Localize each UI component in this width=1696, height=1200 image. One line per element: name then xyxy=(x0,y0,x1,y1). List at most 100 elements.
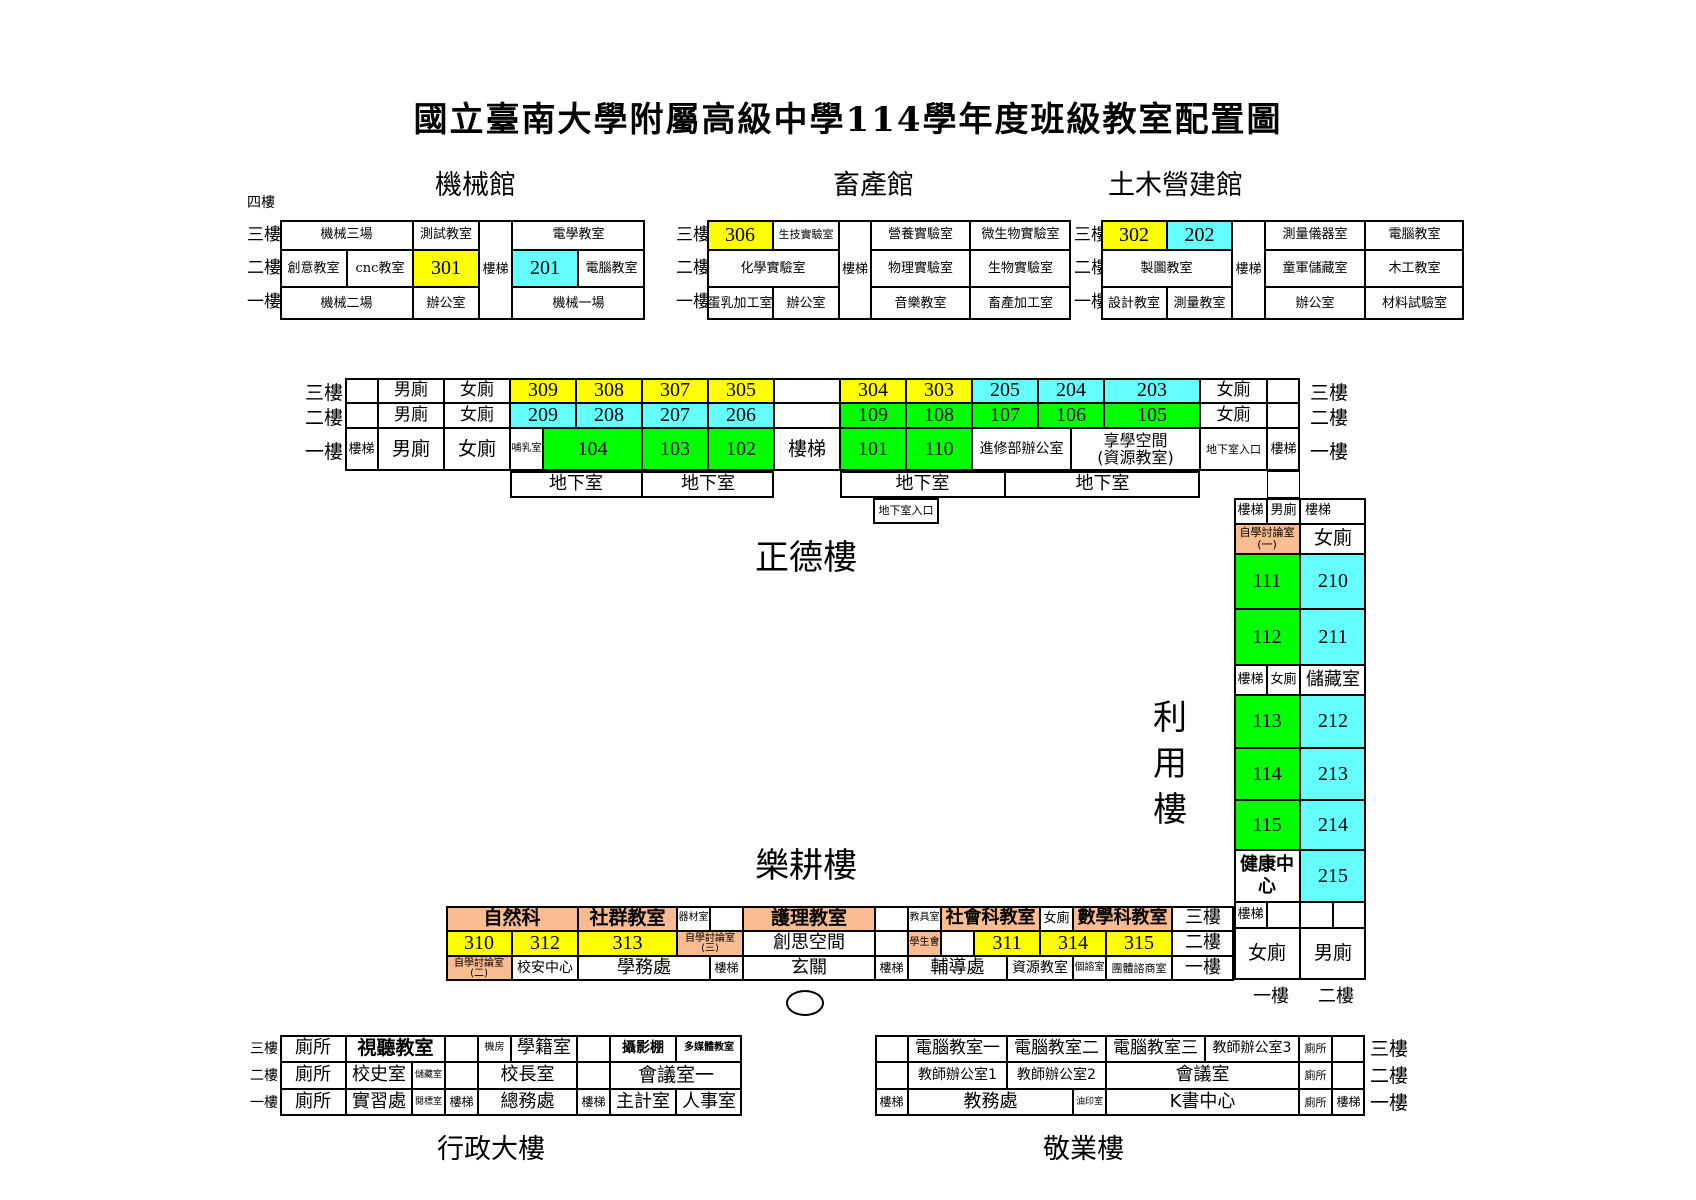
classroom-311[interactable]: 311 xyxy=(974,931,1040,956)
classroom-104[interactable]: 104 xyxy=(543,428,642,471)
restroom-women[interactable]: 女廁 xyxy=(1234,928,1300,980)
computer-classroom-3[interactable]: 電腦教室三 xyxy=(1106,1035,1205,1062)
study-room-3[interactable]: 自學討論室(三) xyxy=(677,931,743,956)
classroom-305[interactable]: 305 xyxy=(708,378,774,403)
storage-room[interactable]: 儲藏室 xyxy=(1300,665,1366,695)
computer-classroom-2[interactable]: 電腦教室二 xyxy=(1007,1035,1106,1062)
restroom[interactable]: 廁所 xyxy=(280,1062,346,1089)
study-room-1[interactable]: 自學討論室(一) xyxy=(1234,524,1300,554)
classroom-102[interactable]: 102 xyxy=(708,428,774,471)
creative-space[interactable]: 創思空間 xyxy=(743,931,875,956)
classroom-203[interactable]: 203 xyxy=(1104,378,1200,403)
classroom-205[interactable]: 205 xyxy=(972,378,1038,403)
campus-security-center[interactable]: 校安中心 xyxy=(512,956,578,981)
group-counseling-room[interactable]: 團體諮商室 xyxy=(1106,956,1172,981)
student-council[interactable]: 學生會 xyxy=(908,931,941,956)
room[interactable]: 測試教室 xyxy=(413,220,479,250)
room[interactable]: 創意教室 xyxy=(280,250,347,287)
room[interactable]: 機械二場 xyxy=(280,287,413,320)
classroom-310[interactable]: 310 xyxy=(446,931,512,956)
teacher-office-2[interactable]: 教師辦公室2 xyxy=(1007,1062,1106,1089)
restroom[interactable]: 廁所 xyxy=(280,1089,346,1116)
counseling-office[interactable]: 輔導處 xyxy=(908,956,1007,981)
printing-room[interactable]: 油印室 xyxy=(1073,1089,1106,1116)
classroom-207[interactable]: 207 xyxy=(642,403,708,428)
restroom[interactable]: 廁所 xyxy=(1299,1062,1332,1089)
room[interactable]: 製圖教室 xyxy=(1101,250,1232,287)
classroom-309[interactable]: 309 xyxy=(510,378,576,403)
meeting-room[interactable]: 會議室 xyxy=(1106,1062,1299,1089)
restroom-women[interactable]: 女廁 xyxy=(444,378,510,403)
room[interactable]: 材料試驗室 xyxy=(1365,287,1464,320)
classroom-204[interactable]: 204 xyxy=(1038,378,1104,403)
basement[interactable]: 地下室 xyxy=(642,471,774,498)
classroom-315[interactable]: 315 xyxy=(1106,931,1172,956)
room[interactable]: 電腦教室 xyxy=(1365,220,1464,250)
room[interactable]: 電腦教室 xyxy=(578,250,645,287)
classroom-101[interactable]: 101 xyxy=(840,428,906,471)
room[interactable]: 設計教室 xyxy=(1101,287,1167,320)
classroom-106[interactable]: 106 xyxy=(1038,403,1104,428)
classroom-304[interactable]: 304 xyxy=(840,378,906,403)
classroom-201[interactable]: 201 xyxy=(512,250,578,287)
restroom-men[interactable]: 男廁 xyxy=(378,428,444,471)
room[interactable]: 營養實驗室 xyxy=(871,220,970,250)
room[interactable]: 音樂教室 xyxy=(871,287,970,320)
health-center[interactable]: 健康中心 xyxy=(1234,850,1300,902)
general-affairs-office[interactable]: 總務處 xyxy=(478,1089,577,1116)
room[interactable]: 機械一場 xyxy=(512,287,645,320)
restroom-women[interactable]: 女廁 xyxy=(1200,378,1267,403)
room[interactable]: 測量儀器室 xyxy=(1265,220,1365,250)
room[interactable]: 生物實驗室 xyxy=(970,250,1071,287)
classroom-103[interactable]: 103 xyxy=(642,428,708,471)
restroom[interactable]: 廁所 xyxy=(1299,1089,1332,1116)
room[interactable]: 機械三場 xyxy=(280,220,413,250)
classroom-114[interactable]: 114 xyxy=(1234,748,1300,800)
resource-classroom[interactable]: 資源教室 xyxy=(1007,956,1073,981)
restroom-women[interactable]: 女廁 xyxy=(444,403,510,428)
internship-office[interactable]: 實習處 xyxy=(346,1089,412,1116)
student-affairs-office[interactable]: 學務處 xyxy=(578,956,710,981)
personnel-office[interactable]: 人事室 xyxy=(676,1089,742,1116)
classroom-211[interactable]: 211 xyxy=(1300,609,1366,665)
classroom-214[interactable]: 214 xyxy=(1300,800,1366,850)
classroom-313[interactable]: 313 xyxy=(578,931,677,956)
computer-classroom-1[interactable]: 電腦教室一 xyxy=(908,1035,1007,1062)
room[interactable]: 辦公室 xyxy=(773,287,839,320)
restroom-women[interactable]: 女廁 xyxy=(1040,906,1073,931)
accounting-office[interactable]: 主計室 xyxy=(610,1089,676,1116)
classroom-105[interactable]: 105 xyxy=(1104,403,1200,428)
storage-room[interactable]: 儲藏室 xyxy=(412,1062,445,1089)
study-center[interactable]: K書中心 xyxy=(1106,1089,1299,1116)
bidding-room[interactable]: 閱標室 xyxy=(412,1089,445,1116)
basement[interactable]: 地下室 xyxy=(510,471,642,498)
classroom-308[interactable]: 308 xyxy=(576,378,642,403)
basement[interactable]: 地下室 xyxy=(840,471,1005,498)
room[interactable]: 微生物實驗室 xyxy=(970,220,1071,250)
classroom-306[interactable]: 306 xyxy=(707,220,773,250)
individual-counseling-room[interactable]: 個諮室 xyxy=(1073,956,1106,981)
room[interactable]: 木工教室 xyxy=(1365,250,1464,287)
classroom-314[interactable]: 314 xyxy=(1040,931,1106,956)
classroom-213[interactable]: 213 xyxy=(1300,748,1366,800)
equipment-room[interactable]: 器材室 xyxy=(677,906,710,931)
classroom-110[interactable]: 110 xyxy=(906,428,972,471)
room[interactable]: 電學教室 xyxy=(512,220,645,250)
study-room-2[interactable]: 自學討論室(二) xyxy=(446,956,512,981)
room[interactable]: cnc教室 xyxy=(347,250,413,287)
classroom-109[interactable]: 109 xyxy=(840,403,906,428)
principal-office[interactable]: 校長室 xyxy=(478,1062,577,1089)
room[interactable]: 辦公室 xyxy=(1265,287,1365,320)
classroom-111[interactable]: 111 xyxy=(1234,554,1300,609)
entrance-hall[interactable]: 玄關 xyxy=(743,956,875,981)
classroom-208[interactable]: 208 xyxy=(576,403,642,428)
classroom-206[interactable]: 206 xyxy=(708,403,774,428)
classroom-307[interactable]: 307 xyxy=(642,378,708,403)
restroom-men[interactable]: 男廁 xyxy=(1300,928,1366,980)
basement[interactable]: 地下室 xyxy=(1005,471,1200,498)
math-dept[interactable]: 數學科教室 xyxy=(1073,906,1172,931)
classroom-210[interactable]: 210 xyxy=(1300,554,1366,609)
classroom-107[interactable]: 107 xyxy=(972,403,1038,428)
social-studies-dept[interactable]: 社會科教室 xyxy=(941,906,1040,931)
audiovisual-classroom[interactable]: 視聽教室 xyxy=(346,1035,445,1062)
